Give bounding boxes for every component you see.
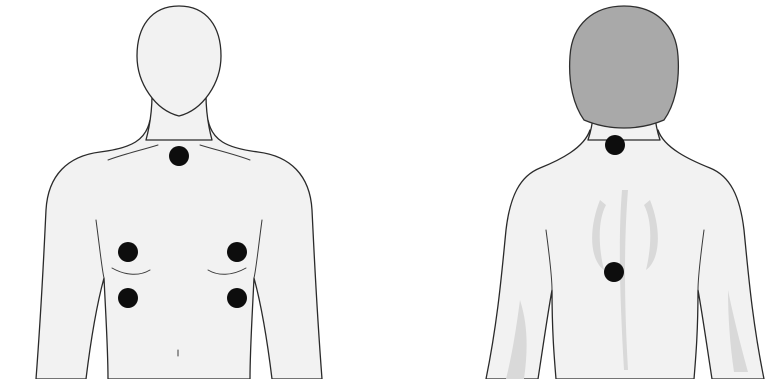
- marker-lower-right-chest: [118, 288, 138, 308]
- front-head: [137, 6, 221, 116]
- marker-neck: [169, 146, 189, 166]
- front-figure: [36, 6, 322, 379]
- marker-upper-left-chest: [227, 242, 247, 262]
- marker-upper-back: [605, 135, 625, 155]
- marker-upper-right-chest: [118, 242, 138, 262]
- back-figure: [486, 6, 764, 379]
- back-hair: [570, 6, 679, 128]
- marker-mid-back: [604, 262, 624, 282]
- marker-lower-left-chest: [227, 288, 247, 308]
